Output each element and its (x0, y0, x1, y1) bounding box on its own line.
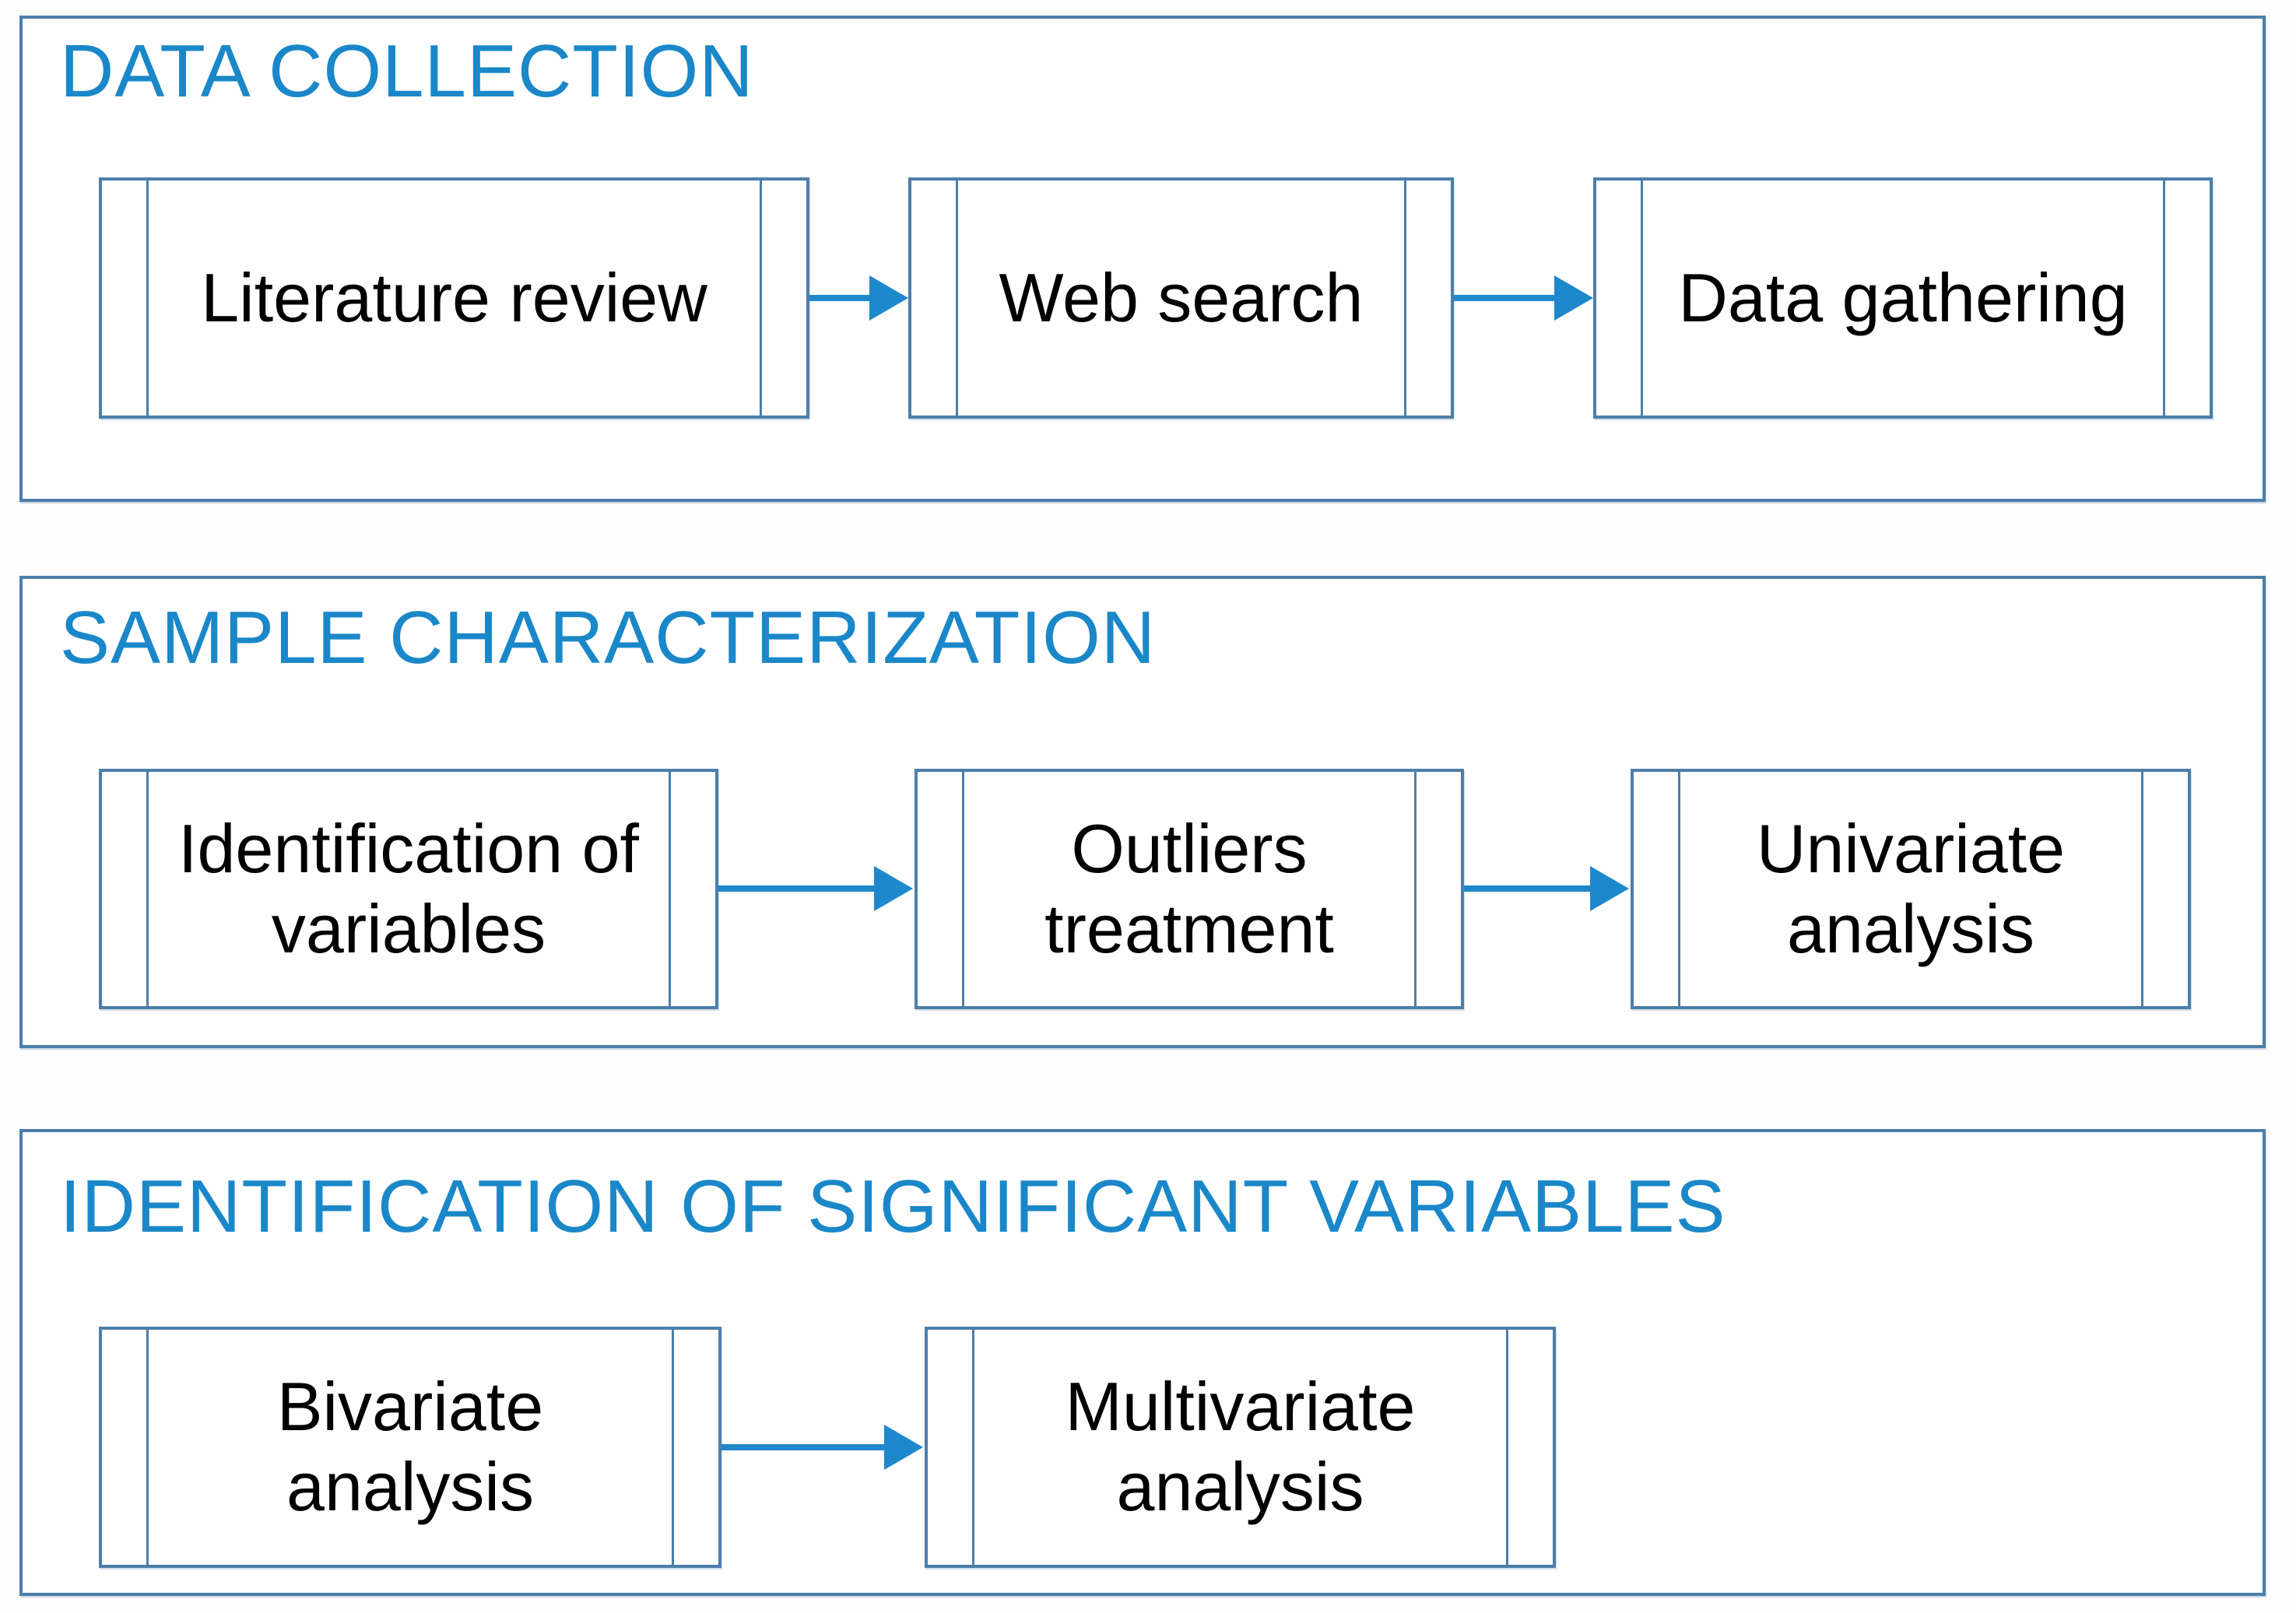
predefined-process-left-bar (956, 181, 958, 416)
arrow-head-icon (869, 275, 908, 321)
arrow-head-icon (1554, 275, 1593, 321)
flow-arrow (718, 864, 913, 913)
process-box-outliers-treatment: Outliers treatment (915, 769, 1464, 1009)
flow-arrow (1454, 273, 1593, 323)
predefined-process-left-bar (146, 772, 149, 1006)
process-box-label: Univariate analysis (1756, 809, 2066, 967)
process-box-label: Bivariate analysis (276, 1368, 544, 1525)
process-box-label: Web search (999, 258, 1364, 336)
predefined-process-left-bar (962, 772, 964, 1006)
process-box-label: Identification of variables (178, 809, 639, 967)
section-data-collection: DATA COLLECTION Literature review Web se… (19, 16, 2266, 502)
arrow-head-icon (874, 866, 913, 911)
process-box-web-search: Web search (908, 177, 1454, 419)
arrow-shaft (718, 885, 879, 892)
predefined-process-right-bar (2163, 181, 2165, 416)
predefined-process-left-bar (146, 181, 149, 416)
predefined-process-right-bar (2141, 772, 2143, 1006)
arrow-shaft (1454, 295, 1559, 301)
section-identification-significant-variables: IDENTIFICATION OF SIGNIFICANT VARIABLES … (19, 1129, 2266, 1596)
process-box-identification-of-variables: Identification of variables (99, 769, 718, 1009)
process-box-literature-review: Literature review (99, 177, 809, 419)
predefined-process-right-bar (1404, 181, 1406, 416)
predefined-process-right-bar (672, 1330, 674, 1565)
process-box-label: Literature review (201, 258, 707, 336)
process-box-label: Multivariate analysis (1065, 1368, 1416, 1525)
arrow-head-icon (1590, 866, 1629, 911)
process-box-label: Outliers treatment (1044, 809, 1334, 967)
predefined-process-right-bar (1506, 1330, 1508, 1565)
process-box-bivariate-analysis: Bivariate analysis (99, 1327, 721, 1568)
predefined-process-left-bar (1678, 772, 1680, 1006)
section-title: DATA COLLECTION (60, 30, 754, 113)
process-box-univariate-analysis: Univariate analysis (1631, 769, 2191, 1009)
predefined-process-right-bar (1414, 772, 1417, 1006)
flow-arrow (721, 1422, 923, 1472)
predefined-process-right-bar (669, 772, 671, 1006)
arrow-shaft (809, 295, 874, 301)
flow-arrow (809, 273, 908, 323)
predefined-process-left-bar (146, 1330, 149, 1565)
arrow-shaft (721, 1444, 889, 1450)
arrow-shaft (1464, 885, 1595, 892)
flow-arrow (1464, 864, 1629, 913)
process-box-label: Data gathering (1678, 258, 2128, 336)
section-title: SAMPLE CHARACTERIZATION (60, 596, 1157, 679)
predefined-process-left-bar (1641, 181, 1643, 416)
predefined-process-left-bar (972, 1330, 974, 1565)
predefined-process-right-bar (760, 181, 762, 416)
section-title: IDENTIFICATION OF SIGNIFICANT VARIABLES (60, 1165, 1726, 1248)
process-box-data-gathering: Data gathering (1593, 177, 2213, 419)
process-box-multivariate-analysis: Multivariate analysis (925, 1327, 1556, 1568)
arrow-head-icon (884, 1425, 923, 1470)
section-sample-characterization: SAMPLE CHARACTERIZATION Identification o… (19, 576, 2266, 1048)
